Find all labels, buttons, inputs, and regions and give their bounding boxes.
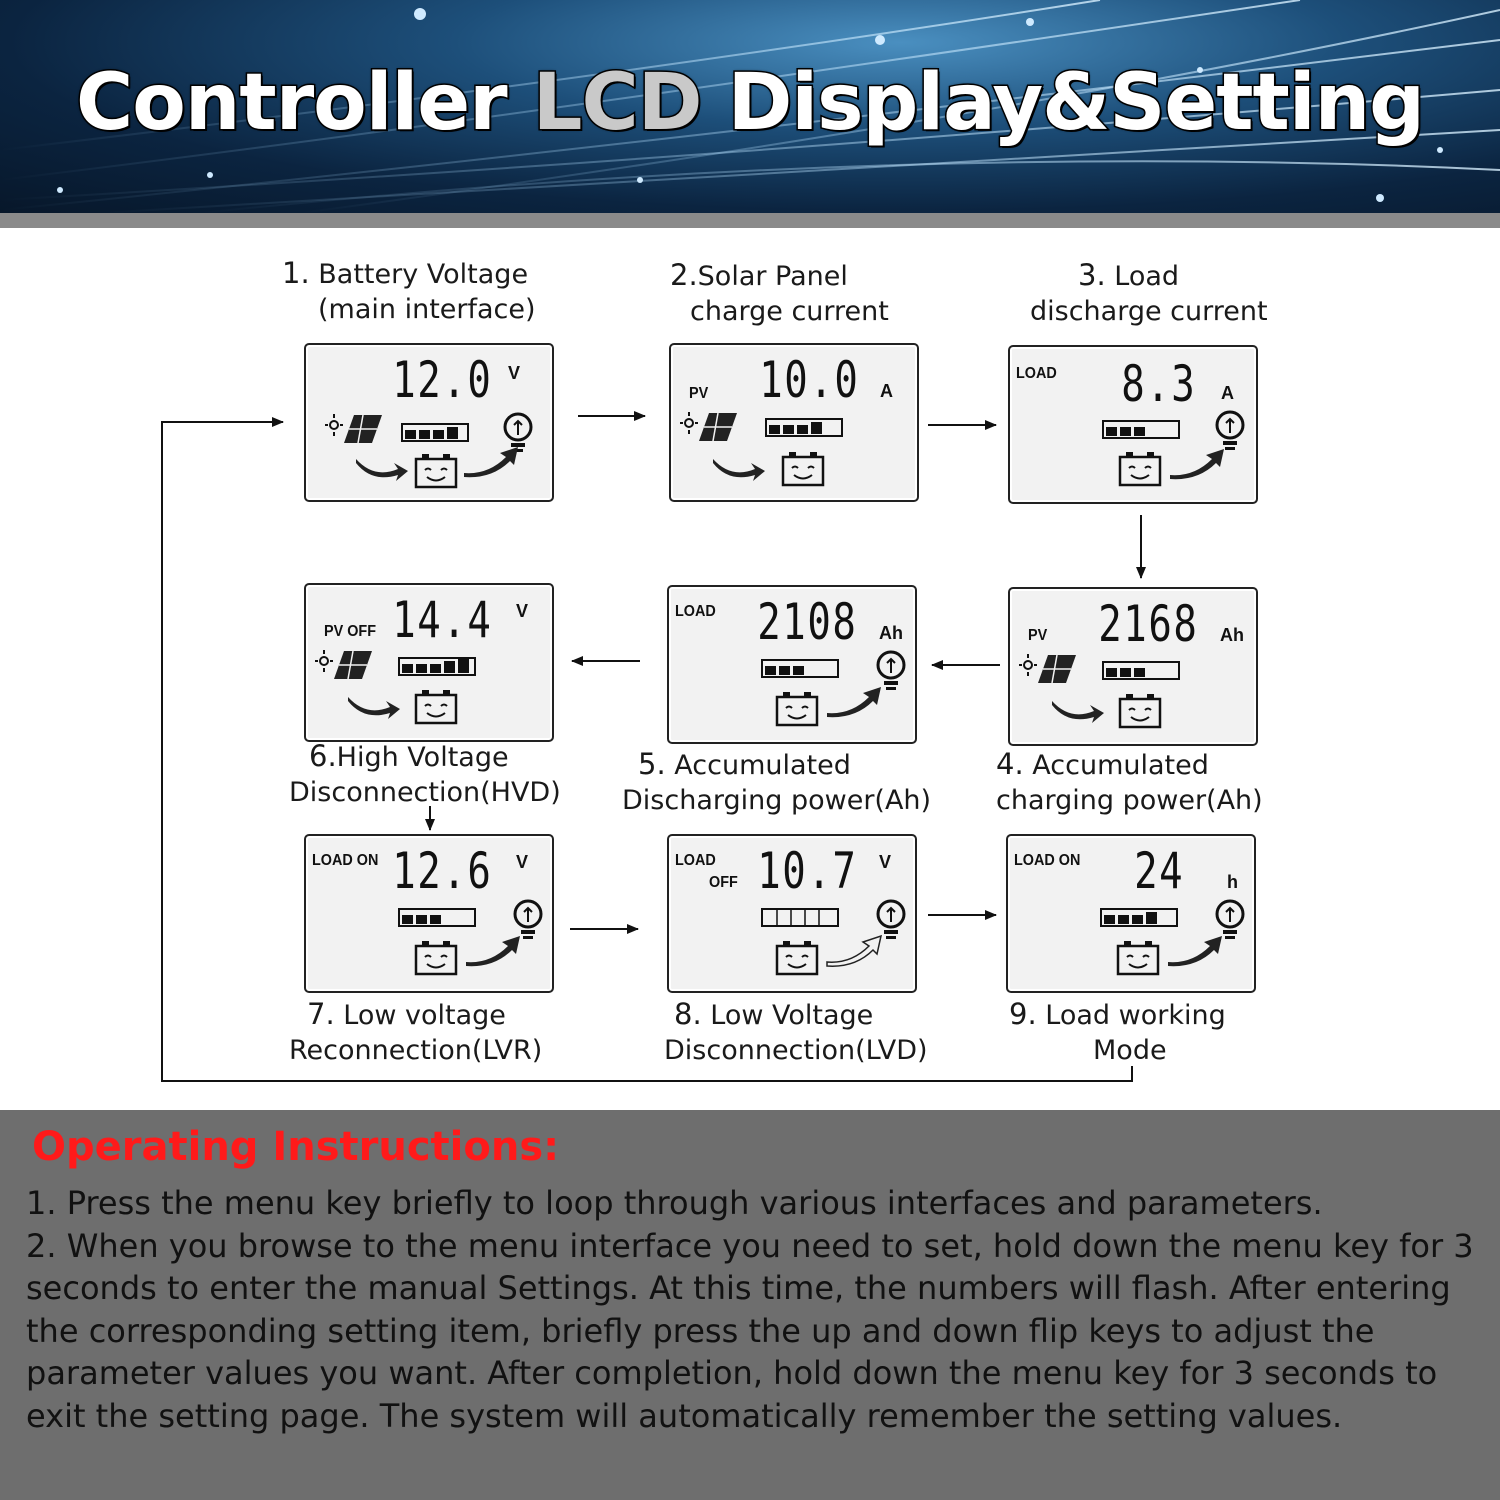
lcd-panel-low-voltage-disconnection: LOAD OFF 10.7 V — [667, 834, 917, 993]
battery-level-bars-icon — [398, 908, 476, 927]
battery-level-bars-icon — [398, 657, 476, 676]
divider-strip — [0, 213, 1500, 228]
lcd-reading: 24 — [1133, 842, 1184, 900]
lcd-unit: Ah — [1220, 625, 1244, 645]
solar-panel-icon — [325, 414, 382, 444]
lcd-unit: Ah — [879, 623, 903, 643]
instruction-step-1: 1. Press the menu key briefly to loop th… — [26, 1184, 1323, 1222]
header-banner: Controller LCD Display&Setting — [0, 0, 1500, 213]
load-bulb-icon — [513, 899, 543, 939]
panel-9-label: 9. Load working Mode — [1009, 997, 1226, 1066]
lcd-panel-solar-charge-current: PV 10.0 A — [669, 343, 919, 502]
battery-smile-icon — [1118, 452, 1162, 487]
flow-arrows — [161, 411, 1146, 1082]
lcd-unit: A — [880, 381, 893, 401]
lcd-tag: LOAD ON — [1014, 852, 1081, 869]
discharge-arrow-icon — [464, 447, 518, 478]
discharge-arrow-icon — [1168, 936, 1222, 967]
battery-level-bars-icon — [401, 423, 469, 442]
battery-level-bars-icon — [761, 659, 839, 678]
battery-smile-icon — [775, 941, 819, 976]
lcd-unit: V — [878, 852, 891, 872]
charge-arrow-icon — [356, 459, 408, 481]
lcd-panel-accumulated-discharging: LOAD 2108 Ah — [667, 585, 917, 744]
solar-panel-icon — [680, 412, 737, 442]
lcd-reading: 10.7 — [756, 842, 857, 900]
title-word-controller: Controller — [75, 57, 510, 150]
lcd-tag: LOAD ON — [312, 852, 379, 869]
lcd-panel-load-discharge-current: LOAD 8.3 A — [1008, 345, 1258, 504]
panel-3-label: 3. Load discharge current — [1030, 258, 1268, 327]
title-word-lcd: LCD — [531, 57, 704, 150]
load-bulb-icon — [1215, 899, 1245, 939]
charge-arrow-icon — [348, 697, 400, 719]
lcd-unit: A — [1221, 383, 1234, 403]
loop-back-line — [161, 417, 1133, 1082]
battery-level-bars-icon — [761, 908, 839, 927]
panel-1-label: 1. Battery Voltage (main interface) — [282, 256, 536, 325]
battery-level-bars-icon — [1102, 661, 1180, 680]
lcd-tag: LOAD — [675, 603, 716, 620]
instruction-step-2: 2. When you browse to the menu interface… — [26, 1226, 1474, 1435]
lcd-reading: 12.6 — [391, 842, 492, 900]
operating-instructions-section: Operating Instructions: 1. Press the men… — [0, 1110, 1500, 1500]
lcd-reading: 10.0 — [758, 351, 859, 409]
panel-6-label: 6.High Voltage Disconnection(HVD) — [289, 739, 561, 808]
panel-4-label: 4. Accumulated charging power(Ah) — [996, 747, 1263, 816]
lcd-reading: 2108 — [756, 593, 857, 651]
lcd-panel-high-voltage-disconnection: PV OFF 14.4 V — [304, 583, 554, 742]
lcd-tag: LOAD — [675, 852, 716, 869]
charge-arrow-icon — [713, 459, 765, 481]
panel-8-label: 8. Low Voltage Disconnection(LVD) — [664, 997, 928, 1066]
title-word-display-setting: Display&Setting — [726, 57, 1426, 150]
lcd-panel-load-working-mode: LOAD ON 24 h — [1006, 834, 1256, 993]
lcd-unit: V — [515, 852, 528, 872]
load-bulb-icon — [1215, 410, 1245, 450]
load-bulb-icon — [503, 412, 533, 452]
charge-arrow-icon — [1052, 701, 1104, 723]
lcd-flow-diagram: 1. Battery Voltage (main interface) 2.So… — [0, 228, 1500, 1110]
lcd-reading: 8.3 — [1120, 355, 1196, 413]
battery-smile-icon — [414, 454, 458, 489]
solar-panel-icon — [1019, 654, 1076, 684]
panel-7-label: 7. Low voltage Reconnection(LVR) — [289, 997, 543, 1066]
fiber-optic-background — [0, 0, 1500, 213]
lcd-tag-secondary: OFF — [709, 874, 738, 891]
lcd-unit: V — [515, 601, 528, 621]
lcd-unit: V — [507, 363, 520, 383]
panel-5-label: 5. Accumulated Discharging power(Ah) — [622, 747, 932, 816]
battery-smile-icon — [1118, 694, 1162, 729]
lcd-tag: PV — [689, 385, 709, 402]
battery-smile-icon — [414, 941, 458, 976]
lcd-reading: 14.4 — [391, 591, 492, 649]
battery-smile-icon — [414, 690, 458, 725]
lcd-tag: LOAD — [1016, 365, 1057, 382]
lcd-unit: h — [1227, 872, 1238, 892]
discharge-arrow-icon — [466, 936, 520, 967]
lcd-panel-low-voltage-reconnection: LOAD ON 12.6 V — [304, 834, 554, 993]
battery-smile-icon — [1116, 941, 1160, 976]
lcd-tag: PV OFF — [324, 623, 377, 640]
instructions-body: 1. Press the menu key briefly to loop th… — [26, 1182, 1486, 1438]
discharge-arrow-icon — [1170, 449, 1224, 480]
battery-smile-icon — [781, 452, 825, 487]
discharge-arrow-icon — [827, 687, 881, 718]
battery-level-bars-icon — [1100, 908, 1178, 927]
battery-smile-icon — [775, 692, 819, 727]
battery-level-bars-icon — [1102, 420, 1180, 439]
lcd-reading: 12.0 — [391, 351, 492, 409]
lcd-panel-accumulated-charging: PV 2168 Ah — [1008, 587, 1258, 746]
load-bulb-icon — [876, 899, 906, 939]
panel-2-label: 2.Solar Panel charge current — [670, 258, 889, 327]
lcd-reading: 2168 — [1097, 595, 1198, 653]
lcd-panel-battery-voltage: 12.0 V — [304, 343, 554, 502]
instructions-title: Operating Instructions: — [32, 1124, 560, 1170]
solar-panel-icon — [315, 650, 372, 680]
page-title: Controller LCD Display&Setting — [0, 57, 1500, 150]
battery-level-bars-icon — [765, 418, 843, 437]
lcd-tag: PV — [1028, 627, 1048, 644]
load-bulb-icon — [876, 650, 906, 690]
discharge-arrow-outline-icon — [826, 934, 883, 967]
